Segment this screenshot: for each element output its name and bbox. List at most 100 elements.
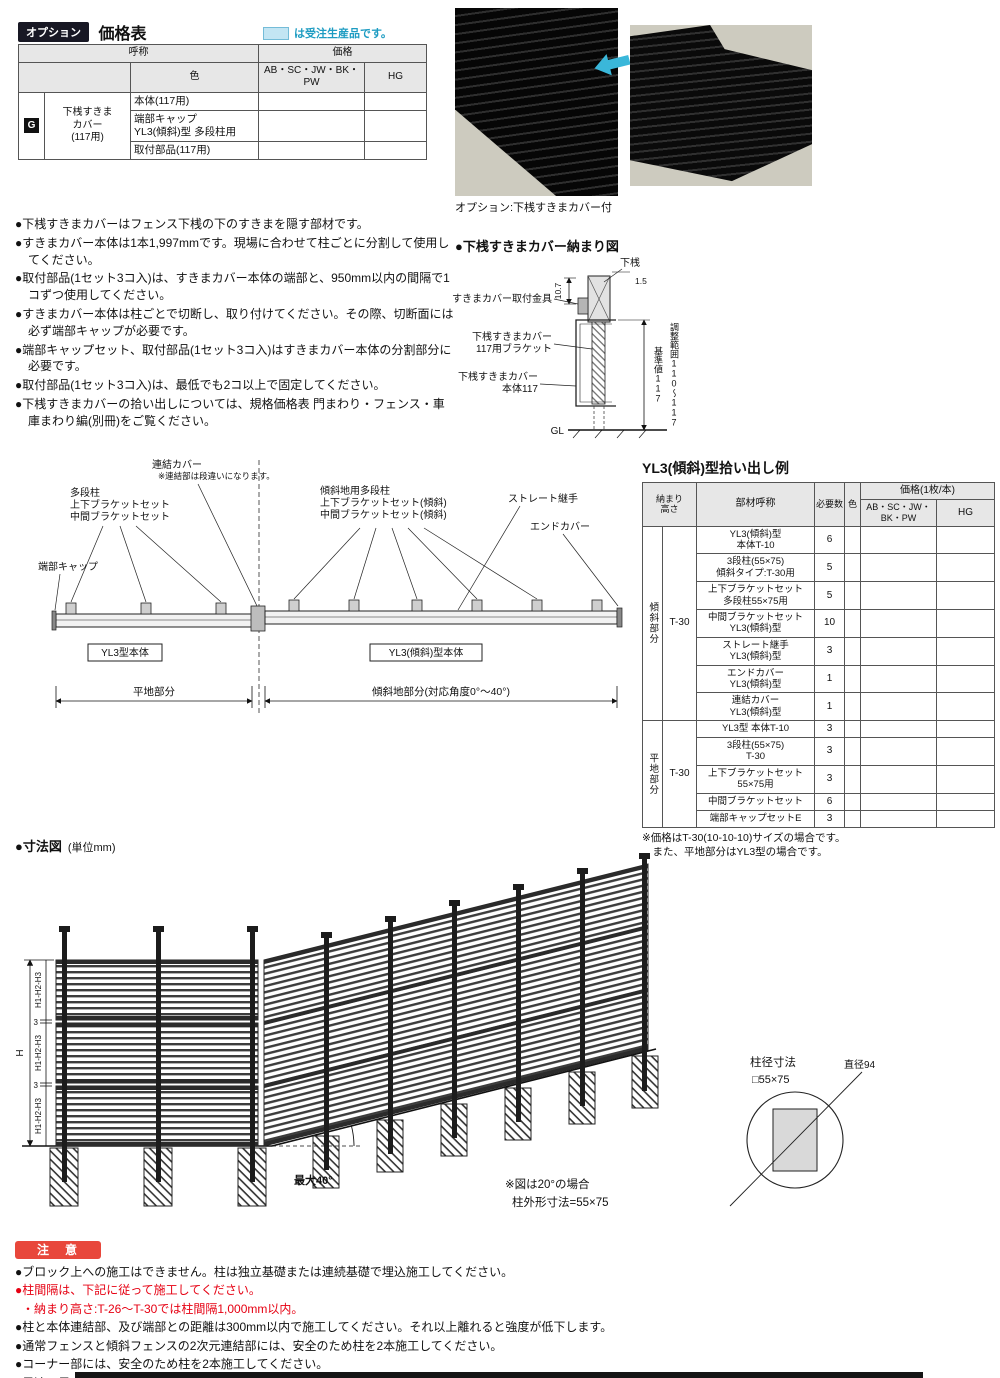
- label-cover-body-1: 下桟すきまカバー: [458, 370, 538, 383]
- label-body-flat: YL3型本体: [101, 646, 149, 659]
- group-code-badge: G: [24, 118, 39, 134]
- dimension-unit-text: (単位mm): [67, 842, 116, 854]
- dim-tier-2: H1-H2-H3: [34, 1034, 43, 1071]
- dim-gap-1: 3: [34, 1018, 39, 1027]
- qty-cell: 3: [814, 764, 846, 794]
- label-max-angle: 最大40°: [294, 1173, 333, 1187]
- col-header-colors-a: AB・SC・JW・ BK・PW: [860, 499, 938, 527]
- col-header-colors-b: HG: [936, 499, 996, 527]
- flat-posts: [65, 602, 227, 615]
- price-cell: [860, 608, 938, 638]
- part-name-cell: YL3型 本体T-10: [696, 720, 816, 739]
- table-row: 傾斜部分 T-30 YL3(傾斜)型 本体T-10 6: [642, 525, 996, 722]
- parts-table-footnote-2: また、平地部分はYL3型の場合です。: [642, 845, 828, 858]
- bracket-part: [591, 321, 606, 405]
- caution-item: ●柱と本体連結部、及び端部との距離は300mm以内で施工してください。それ以上離…: [15, 1320, 613, 1335]
- price-table: 呼称 価格 色 AB・SC・JW・BK・PW HG G 下桟すきま カバー (1…: [18, 44, 427, 161]
- dimension-lines: [564, 271, 650, 431]
- caution-section: 注 意 ●ブロック上への施工はできません。柱は独立基礎または連続基礎で埋込施工し…: [15, 1241, 990, 1378]
- price-cell: [936, 809, 996, 828]
- slope-fence-bar: [264, 607, 623, 628]
- product-photo-cover-detail: [455, 8, 618, 196]
- caution-badge: 注 意: [15, 1241, 101, 1259]
- item-name-cell: 端部キャップ YL3(傾斜)型 多段柱用: [130, 109, 259, 142]
- color-cell: [844, 792, 862, 811]
- col-header-name: 呼称: [18, 44, 259, 63]
- item-name-cell: 取付部品(117用): [130, 140, 259, 161]
- part-name-cell: エンドカバー YL3(傾斜)型: [696, 664, 816, 694]
- qty-cell: 3: [814, 636, 846, 666]
- color-cell: [844, 553, 862, 583]
- col-header-colors-a: AB・SC・JW・BK・PW: [258, 61, 365, 93]
- dim-tier-1: H1-H2-H3: [34, 971, 43, 1008]
- price-cell: [364, 109, 427, 142]
- label-tadan-2: 上下ブラケットセット: [70, 498, 170, 511]
- dim-1-5: 1.5: [635, 276, 647, 286]
- table-row: 色 AB・SC・JW・BK・PW HG: [18, 61, 427, 93]
- leader-line: [539, 383, 577, 387]
- cover-body-part: [575, 319, 616, 407]
- label-bracket-2: 117用ブラケット: [476, 342, 552, 355]
- note-item: ●下桟すきまカバーの拾い出しについては、規格価格表 門まわり・フェンス・車庫まわ…: [15, 396, 445, 428]
- label-body-slope: YL3(傾斜)型本体: [389, 646, 463, 659]
- price-cell: [258, 140, 365, 161]
- col-header-height: 納まり 高さ: [641, 482, 698, 527]
- color-cell: [844, 692, 862, 722]
- price-cell: [860, 525, 938, 555]
- col-header-qty: 必要数: [814, 482, 846, 527]
- part-name-cell: 端部キャップセットE: [696, 809, 816, 828]
- color-cell: [844, 581, 862, 610]
- table-row: 呼称 価格: [18, 44, 427, 63]
- color-cell: [844, 720, 862, 739]
- made-to-order-swatch: [263, 26, 289, 40]
- label-end-cap: 端部キャップ: [38, 560, 98, 573]
- price-cell: [860, 792, 938, 811]
- label-cover-body-2: 本体117: [502, 382, 538, 395]
- price-cell: [936, 792, 996, 811]
- caution-item: ●ブロック上への施工はできません。柱は独立基礎または連続基礎で埋込施工してくださ…: [15, 1265, 514, 1279]
- price-cell: [936, 581, 996, 610]
- leader-lines: [54, 483, 619, 611]
- part-name-cell: 連結カバー YL3(傾斜)型: [696, 692, 816, 722]
- col-header-price: 価格: [258, 44, 427, 63]
- col-header-colors-b: HG: [364, 61, 427, 93]
- caution-item: ●コーナー部には、安全のため柱を2本施工してください。: [15, 1357, 329, 1372]
- height-dimension-lines: [24, 959, 54, 1147]
- page-header: オプション 価格表: [18, 20, 146, 44]
- qty-cell: 3: [814, 737, 846, 766]
- table-row: G 下桟すきま カバー (117用) 本体(117用): [18, 91, 427, 160]
- part-name-cell: 3段柱(55×75) T-30: [696, 737, 816, 766]
- rail-cross-section: [587, 275, 611, 323]
- notes-list: ●下桟すきまカバーはフェンス下桟の下のすきまを隠す部材です。 ●すきまカバー本体…: [15, 216, 455, 432]
- label-figure-note-1: ※図は20°の場合: [505, 1177, 590, 1191]
- dimension-figure-title: ●寸法図(単位mm): [15, 836, 116, 855]
- price-cell: [860, 553, 938, 583]
- group-label-slope: 傾斜部分: [642, 525, 663, 722]
- dimension-figure: H H1-H2-H3 H1-H2-H3 H1-H2-H3 3 3 最大40° ※…: [15, 853, 876, 1209]
- ground-line: [568, 429, 667, 439]
- pillar-circle: [746, 1091, 844, 1189]
- qty-cell: 5: [814, 581, 846, 610]
- price-cell: [936, 720, 996, 739]
- price-cell: [936, 692, 996, 722]
- span-dimension-lines: [55, 686, 618, 708]
- col-header-part: 部材呼称: [696, 482, 816, 527]
- price-cell: [936, 664, 996, 694]
- col-header-color: 色: [844, 482, 862, 527]
- ground-line-slope: [271, 1048, 657, 1147]
- qty-cell: 1: [814, 692, 846, 722]
- item-name-cell: 本体(117用): [130, 91, 259, 111]
- pillar-rect: [772, 1108, 818, 1172]
- note-item: ●取付部品(1セット3コ入)は、すきまカバー本体の端部と、950mm以内の間隔で…: [15, 271, 450, 303]
- price-cell: [860, 664, 938, 694]
- color-cell: [844, 664, 862, 694]
- elevation-diagram: 連結カバー ※連結部は段違いになります。 多段柱 上下ブラケットセット 中間ブラ…: [38, 458, 623, 714]
- note-item: ●すきまカバー本体は1本1,997mmです。現場に合わせて柱ごとに分割して使用し…: [15, 235, 450, 267]
- note-item: ●すきまカバー本体は柱ごとで切断し、取り付けてください。その際、切断面には必ず端…: [15, 306, 454, 338]
- label-straight-joint: ストレート継手: [508, 492, 578, 505]
